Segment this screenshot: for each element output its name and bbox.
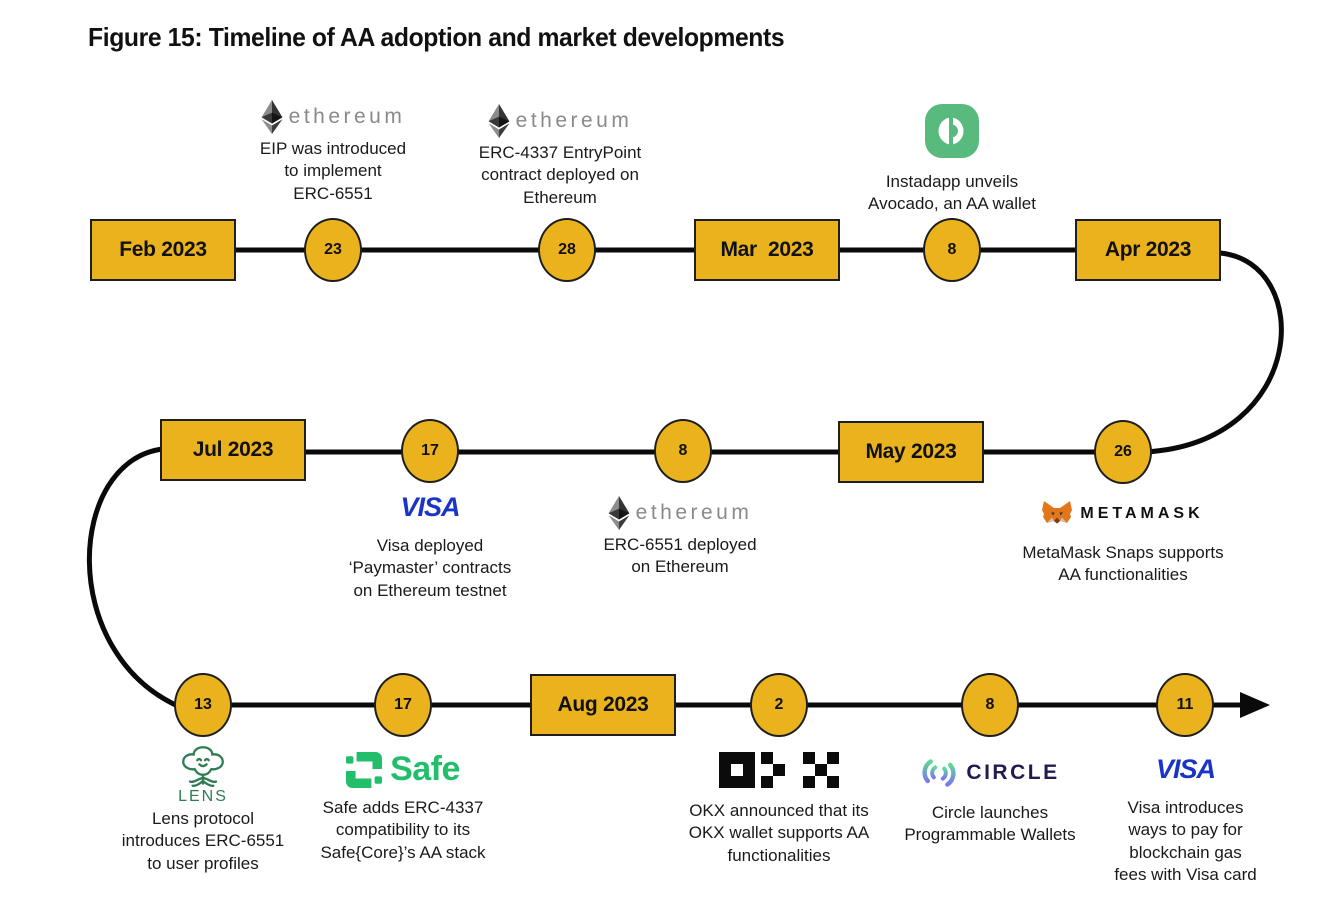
instadapp-icon [925,104,979,158]
instadapp-logo [925,104,979,163]
okx-o-icon [719,752,755,788]
ethereum-logo: ethereum [488,104,633,138]
metamask-wordmark: METAMASK [1080,505,1204,522]
visa-logo: VISA [400,492,460,522]
circle-wordmark: CIRCLE [966,761,1060,784]
ethereum-diamond-icon [608,496,630,530]
event-caption: Circle launches Programmable Wallets [904,803,1076,845]
day-node-jul-13: 13 [174,673,232,737]
safe-icon [346,751,383,788]
event-caption: Instadapp unveils Avocado, an AA wallet [868,172,1036,214]
metamask-logo: METAMASK [1042,500,1203,528]
event-caption: ERC-6551 deployed on Ethereum [603,535,757,577]
event-caption: OKX announced that its OKX wallet suppor… [688,801,870,865]
figure-title: Figure 15: Timeline of AA adoption and m… [88,22,785,52]
event-erc4337-entrypoint: ethereum ERC-4337 EntryPoint contract de… [450,104,670,209]
event-circle-wallets: CIRCLE Circle launches Programmable Wall… [870,754,1110,847]
day-node-feb-23: 23 [304,218,362,282]
circle-icon [922,759,956,787]
day-node-aug-8: 8 [961,673,1019,737]
day-node-mar-8: 8 [923,218,981,282]
ethereum-logo: ethereum [261,100,406,134]
arrowhead-icon [1240,692,1270,718]
month-node-feb-2023: Feb 2023 [90,219,236,281]
event-erc6551-deployed: ethereum ERC-6551 deployed on Ethereum [570,496,790,579]
month-node-apr-2023: Apr 2023 [1075,219,1221,281]
event-safe-erc4337: Safe Safe adds ERC-4337 compatibility to… [288,750,518,864]
safe-logo: Safe [346,750,460,789]
ethereum-diamond-icon [488,104,510,138]
okx-k-icon [761,752,785,788]
day-node-aug-11: 11 [1156,673,1214,737]
day-node-may-17: 17 [401,419,459,483]
ethereum-wordmark: ethereum [515,109,633,132]
day-node-jul-17: 17 [374,673,432,737]
event-metamask-snaps: METAMASK MetaMask Snaps supports AA func… [985,500,1261,587]
safe-wordmark: Safe [390,750,460,788]
event-lens-protocol: LENS Lens protocol introduces ERC-6551 t… [93,744,313,875]
day-node-aug-2: 2 [750,673,808,737]
lens-flower-icon [182,746,224,787]
event-visa-gas-fees: VISA Visa introduces ways to pay for blo… [1093,754,1278,887]
circle-logo: CIRCLE [920,754,1059,792]
day-node-apr-26: 26 [1094,420,1152,484]
event-caption: MetaMask Snaps supports AA functionaliti… [1022,543,1224,585]
lens-wordmark: LENS [178,788,228,805]
okx-logo [719,752,839,788]
month-node-jul-2023: Jul 2023 [160,419,306,481]
lens-logo: LENS [177,744,229,806]
ethereum-wordmark: ethereum [288,105,406,128]
metamask-fox-icon [1042,501,1073,524]
curve-apr-to-26 [1143,250,1284,455]
ethereum-diamond-icon [261,100,283,134]
event-caption: Visa introduces ways to pay for blockcha… [1114,798,1257,885]
event-caption: Safe adds ERC-4337 compatibility to its … [320,798,486,862]
visa-logo: VISA [1155,754,1216,784]
event-caption: EIP was introduced to implement ERC-6551 [259,139,407,203]
event-okx-wallet: OKX announced that its OKX wallet suppor… [654,752,904,867]
event-caption: Lens protocol introduces ERC-6551 to use… [121,809,285,873]
ethereum-wordmark: ethereum [635,501,753,524]
event-eip-6551: ethereum EIP was introduced to implement… [223,100,443,205]
curve-jul-to-13 [86,446,183,710]
month-node-aug-2023: Aug 2023 [530,674,676,736]
day-node-feb-28: 28 [538,218,596,282]
okx-x-icon [803,752,839,788]
event-caption: Visa deployed ‘Paymaster’ contracts on E… [348,536,512,600]
month-node-may-2023: May 2023 [838,421,984,483]
ethereum-logo: ethereum [608,496,753,530]
month-node-mar-2023: Mar 2023 [694,219,840,281]
event-caption: ERC-4337 EntryPoint contract deployed on… [478,143,642,207]
day-node-may-8: 8 [654,419,712,483]
event-instadapp-avocado: Instadapp unveils Avocado, an AA wallet [832,104,1072,216]
event-visa-paymaster: VISA Visa deployed ‘Paymaster’ contracts… [315,492,545,602]
